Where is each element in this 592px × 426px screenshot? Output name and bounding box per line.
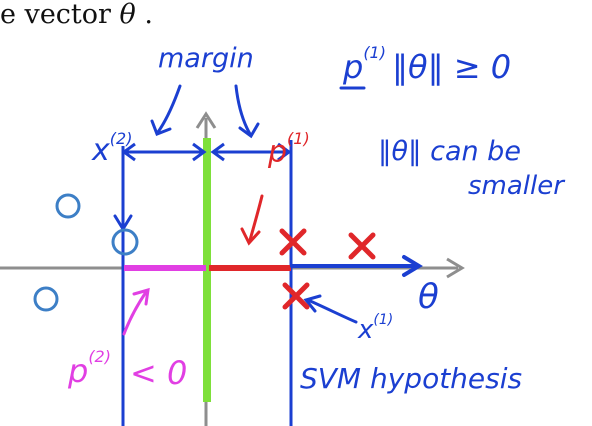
vertical-axis-arrow xyxy=(195,111,217,129)
x2-pointer-arrow xyxy=(113,166,133,232)
x2-label: x(2) xyxy=(91,129,132,168)
p1-pointer-arrow xyxy=(240,194,264,246)
positive-example-cross xyxy=(279,228,307,256)
norm-smaller-line1: ‖θ‖ can be xyxy=(378,136,521,167)
p2-inequality: p(2) < 0 xyxy=(67,347,187,392)
svg-text:p(1)‖θ‖ ≥ 0: p(1)‖θ‖ ≥ 0 xyxy=(342,43,511,86)
p1-norm-inequality: p(1)‖θ‖ ≥ 0 xyxy=(339,43,511,90)
margin-pointer-arrows xyxy=(150,84,260,139)
negative-examples xyxy=(33,193,139,312)
positive-example-cross xyxy=(282,282,310,310)
svg-text:< 0: < 0 xyxy=(130,354,187,392)
p1-label: p(1) xyxy=(267,129,310,170)
margin-label: margin xyxy=(158,43,254,74)
x1-label: x(1) xyxy=(357,312,393,345)
negative-example-circle xyxy=(111,228,139,256)
negative-example-circle xyxy=(55,193,81,219)
p2-pointer-arrow xyxy=(122,287,150,336)
norm-smaller-line2: smaller xyxy=(468,171,566,201)
positive-examples xyxy=(279,228,376,310)
negative-example-circle xyxy=(33,286,59,312)
header-text: e vector θ . xyxy=(0,0,153,30)
svg-text:p(2): p(2) xyxy=(67,347,111,390)
theta-vector-arrow xyxy=(290,255,423,277)
margin-arrows xyxy=(121,142,292,162)
horizontal-axis-arrow xyxy=(446,257,465,279)
svm-hypothesis-label: SVM hypothesis xyxy=(300,362,522,395)
theta-label: θ xyxy=(418,277,439,317)
x1-pointer-arrow xyxy=(303,294,358,324)
positive-example-cross xyxy=(348,232,376,260)
